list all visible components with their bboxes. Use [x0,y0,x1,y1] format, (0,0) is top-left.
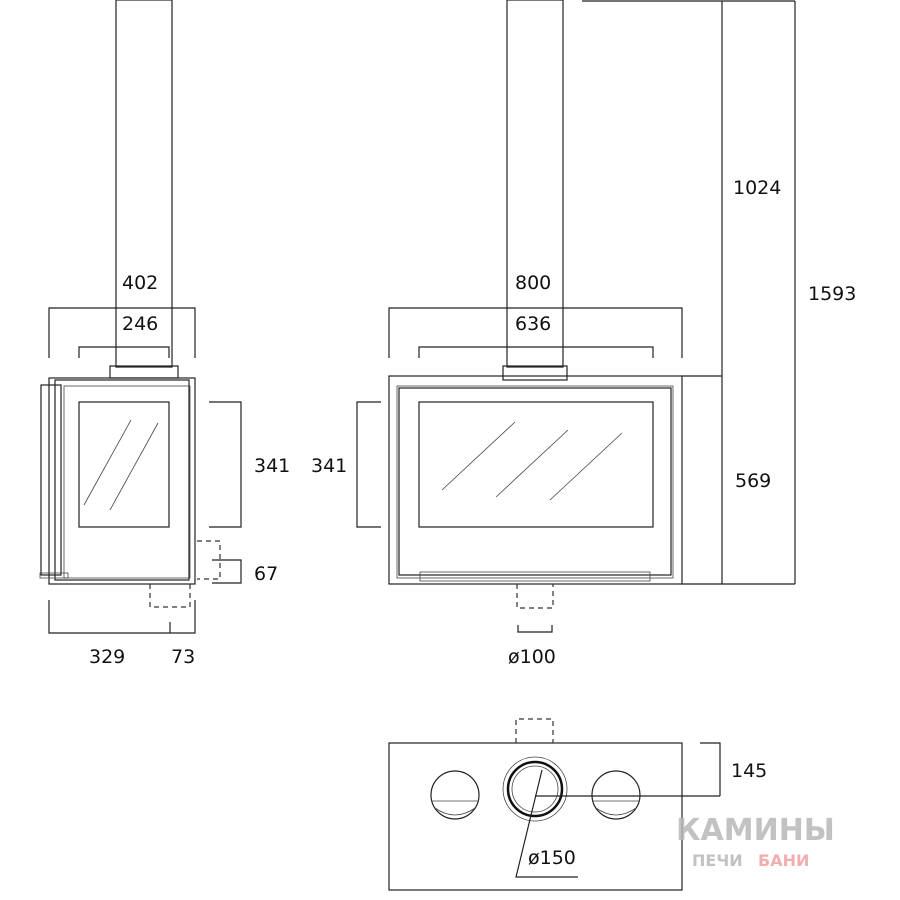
dim-total-height: 1593 [808,283,856,305]
front-dimension-lines [356,0,796,633]
dim-side-flue-width: 246 [122,313,158,335]
dim-body-height: 569 [735,470,771,492]
dim-front-glass-height: 341 [311,455,347,477]
dim-bottom-outlet-diameter: ø100 [508,646,556,668]
side-dimension-lines [48,307,242,634]
dim-side-depth: 329 [89,646,125,668]
dim-front-glass-width: 636 [515,313,551,335]
watermark-logo: КАМИНЫ ПЕЧИ БАНИ [676,813,835,870]
right-air-inlet [591,770,641,820]
dim-top-outlet-diameter: ø150 [528,847,576,869]
dim-side-glass-height: 341 [254,455,290,477]
dim-top-outlet-offset: 145 [731,760,767,782]
watermark-line2b: БАНИ [758,851,809,870]
watermark-line1: КАМИНЫ [676,813,835,848]
dim-side-bottom-offset: 67 [254,563,278,585]
side-view [39,0,221,608]
central-flue-outlet [502,756,568,822]
top-dimension-lines [535,742,721,797]
top-view [388,718,683,891]
front-view [388,0,683,609]
dim-upper-height: 1024 [733,177,781,199]
dim-front-width: 800 [515,272,551,294]
left-air-inlet [430,770,480,820]
watermark-line2a: ПЕЧИ [692,851,743,870]
dim-side-rear-offset: 73 [171,646,195,668]
dim-side-width: 402 [122,272,158,294]
